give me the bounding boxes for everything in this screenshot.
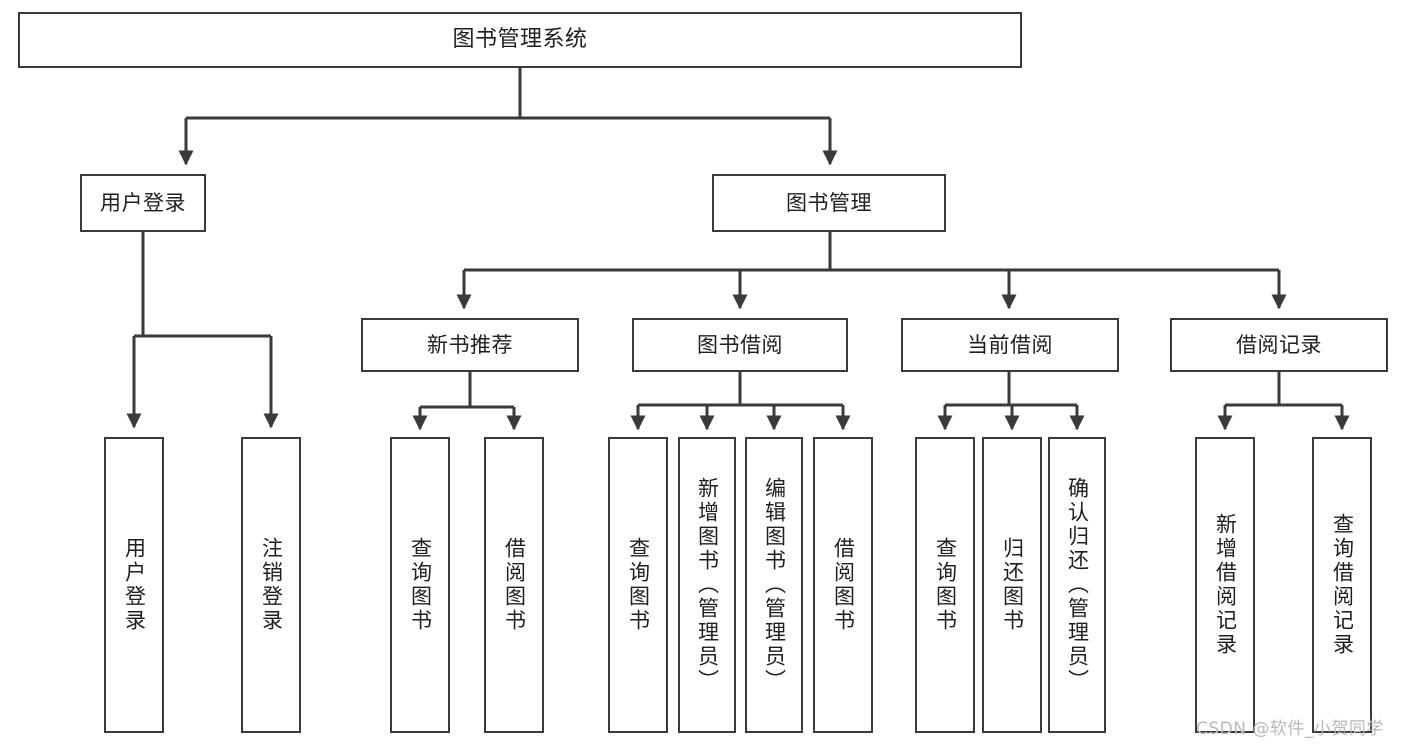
leaf-query-book-borrow[interactable]: 查询图书 (608, 437, 668, 733)
leaf-query-book-recommend-label: 查询图书 (408, 537, 433, 633)
csdn-watermark: CSDN @软件_小贺同学 (1196, 719, 1384, 739)
node-book-management[interactable]: 图书管理 (712, 174, 946, 232)
leaf-add-book[interactable]: 新增图书（管理员） (678, 437, 736, 733)
leaf-query-book-borrow-label: 查询图书 (626, 537, 651, 633)
leaf-query-borrow-record[interactable]: 查询借阅记录 (1312, 437, 1372, 733)
node-user-login-label: 用户登录 (100, 190, 186, 215)
leaf-add-borrow-record[interactable]: 新增借阅记录 (1195, 437, 1255, 733)
leaf-return-book-label: 归还图书 (1000, 537, 1025, 633)
node-current-borrow-label: 当前借阅 (967, 332, 1053, 357)
node-borrow-record[interactable]: 借阅记录 (1170, 318, 1388, 372)
node-new-book-recommend[interactable]: 新书推荐 (361, 318, 579, 372)
node-new-book-recommend-label: 新书推荐 (427, 332, 513, 357)
node-root[interactable]: 图书管理系统 (18, 12, 1022, 68)
leaf-borrow-book[interactable]: 借阅图书 (813, 437, 873, 733)
node-borrow-record-label: 借阅记录 (1236, 332, 1322, 357)
leaf-add-book-label: 新增图书（管理员） (695, 477, 720, 693)
leaf-confirm-return[interactable]: 确认归还（管理员） (1048, 437, 1106, 733)
leaf-return-book[interactable]: 归还图书 (982, 437, 1042, 733)
leaf-query-book-current-label: 查询图书 (933, 537, 958, 633)
leaf-borrow-book-recommend-label: 借阅图书 (502, 537, 527, 633)
leaf-edit-book[interactable]: 编辑图书（管理员） (745, 437, 803, 733)
leaf-borrow-book-label: 借阅图书 (831, 537, 856, 633)
leaf-logout[interactable]: 注销登录 (241, 437, 301, 733)
leaf-query-book-recommend[interactable]: 查询图书 (390, 437, 450, 733)
node-user-login[interactable]: 用户登录 (80, 174, 206, 232)
node-root-label: 图书管理系统 (452, 27, 588, 53)
leaf-user-login[interactable]: 用户登录 (104, 437, 164, 733)
node-current-borrow[interactable]: 当前借阅 (901, 318, 1119, 372)
leaf-edit-book-label: 编辑图书（管理员） (762, 477, 787, 693)
leaf-query-book-current[interactable]: 查询图书 (915, 437, 975, 733)
node-book-borrow-label: 图书借阅 (697, 332, 783, 357)
leaf-borrow-book-recommend[interactable]: 借阅图书 (484, 437, 544, 733)
leaf-add-borrow-record-label: 新增借阅记录 (1213, 513, 1238, 657)
leaf-user-login-label: 用户登录 (122, 537, 147, 633)
leaf-query-borrow-record-label: 查询借阅记录 (1330, 513, 1355, 657)
leaf-logout-label: 注销登录 (259, 537, 284, 633)
leaf-confirm-return-label: 确认归还（管理员） (1065, 477, 1090, 693)
node-book-management-label: 图书管理 (786, 190, 872, 215)
node-book-borrow[interactable]: 图书借阅 (632, 318, 848, 372)
